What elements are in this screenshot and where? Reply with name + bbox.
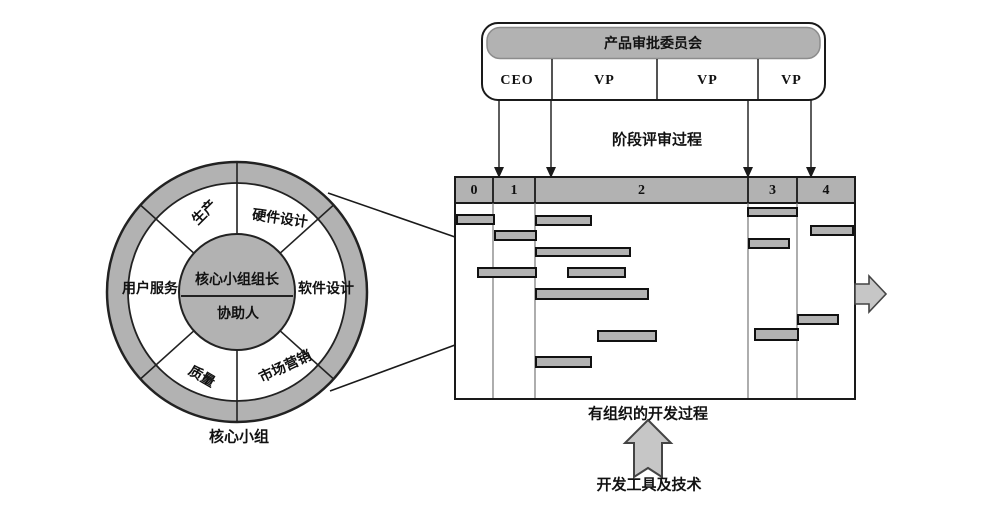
core-team-center-circle (178, 233, 296, 351)
stage-bar (797, 314, 839, 325)
tools-up-arrow (622, 418, 674, 479)
callout-line-top (327, 192, 456, 238)
stage-bar (535, 356, 592, 368)
stage-bar (567, 267, 626, 278)
committee-title: 产品审批委员会 (604, 35, 702, 51)
stage-bar (810, 225, 854, 236)
segment-software-design: 软件设计 (298, 280, 354, 296)
committee-member-vp2: VP (697, 73, 718, 88)
core-team-leader-label: 核心小组组长 (195, 271, 279, 287)
committee-member-ceo: CEO (500, 73, 534, 88)
callout-line-bottom (329, 344, 456, 392)
stage-bar (456, 214, 495, 225)
stage-label-4: 4 (822, 183, 830, 198)
stage-label-2: 2 (638, 183, 645, 198)
committee-title-band (486, 26, 821, 60)
committee-cell-dividers (551, 59, 759, 100)
committee-member-vp3: VP (781, 73, 802, 88)
stage-label-1: 1 (510, 183, 518, 198)
stage-label-3: 3 (769, 183, 776, 198)
stage-bar (477, 267, 537, 278)
stage-bars (456, 207, 854, 368)
tools-caption: 开发工具及技术 (596, 476, 702, 494)
committee-member-vp1: VP (594, 73, 615, 88)
stage-bar (747, 207, 798, 217)
stage-label-0: 0 (470, 183, 478, 198)
stage-bar (597, 330, 657, 342)
stage-bar (535, 247, 631, 257)
stage-review-label: 阶段评审过程 (611, 131, 703, 149)
stage-bar (748, 238, 790, 249)
organized-process-caption: 有组织的开发过程 (587, 405, 709, 423)
stage-bar (754, 328, 799, 341)
stage-bar (494, 230, 537, 241)
process-output-right-arrow (854, 273, 888, 315)
segment-user-service: 用户服务 (122, 280, 178, 296)
stage-header-dividers (492, 177, 798, 203)
review-down-arrows (494, 100, 816, 178)
facilitator-label: 协助人 (217, 305, 259, 321)
core-team-segment-dividers (139, 162, 335, 422)
stage-bar (535, 288, 649, 300)
core-team-caption: 核心小组 (208, 428, 270, 446)
stage-bar (535, 215, 592, 226)
